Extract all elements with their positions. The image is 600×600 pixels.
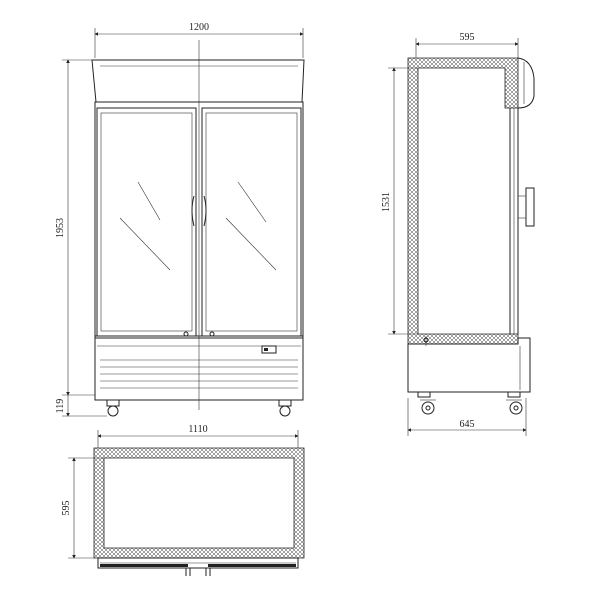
front-width-dimension: 1200 — [189, 22, 209, 33]
right-door-handle — [203, 195, 207, 227]
side-inner-height-dimension: 1531 — [381, 192, 392, 212]
front-right-caster — [278, 399, 292, 417]
front-height-dimension: 1953 — [55, 218, 66, 238]
header-canopy — [91, 59, 305, 103]
left-door — [96, 107, 197, 337]
side-door-handle — [525, 187, 535, 227]
side-base — [407, 337, 531, 393]
side-depth-dimension: 595 — [460, 32, 475, 43]
base-height-dimension: 119 — [55, 399, 66, 414]
top-width-dimension: 1110 — [188, 424, 207, 435]
top-right-handle — [205, 568, 211, 576]
side-total-depth-dimension: 645 — [460, 419, 475, 430]
top-left-handle — [185, 568, 191, 576]
top-depth-dimension: 595 — [61, 501, 72, 516]
front-left-caster — [106, 399, 120, 417]
top-door-front — [97, 557, 299, 569]
side-rear-caster — [417, 391, 436, 415]
control-display — [261, 345, 277, 354]
top-insulated-walls — [93, 447, 305, 559]
side-view: 595 1 — [381, 32, 535, 436]
front-view: 1200 — [55, 22, 305, 417]
base-grille — [94, 337, 304, 401]
left-door-handle — [191, 195, 195, 227]
right-door — [201, 107, 302, 337]
insulated-wall-section — [407, 57, 519, 345]
top-view: 1110 595 — [61, 424, 305, 576]
right-door-glass — [205, 112, 298, 332]
side-canopy — [517, 57, 535, 109]
left-door-glass — [100, 112, 193, 332]
side-front-caster — [506, 391, 523, 415]
